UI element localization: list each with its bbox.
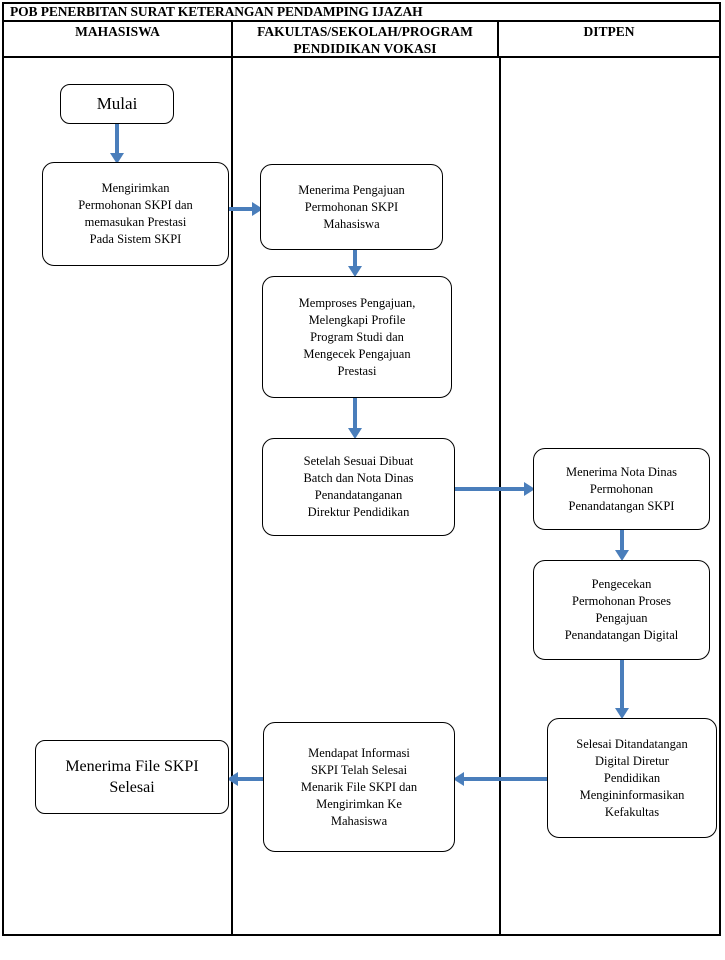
node-label: Menerima Pengajuan Permohonan SKPI Mahas…	[298, 182, 405, 231]
node-memproses[interactable]: Memproses Pengajuan, Melengkapi Profile …	[262, 276, 452, 398]
node-terima-pengajuan[interactable]: Menerima Pengajuan Permohonan SKPI Mahas…	[260, 164, 443, 250]
arrow-terima-nota-to-pengecekan	[615, 529, 629, 563]
node-terima-file[interactable]: Menerima File SKPI Selesai	[35, 740, 229, 814]
arrow-shaft	[227, 207, 253, 211]
node-kirim-permohonan[interactable]: Mengirimkan Permohonan SKPI dan memasuka…	[42, 162, 229, 266]
document-title-row: POB PENERBITAN SURAT KETERANGAN PENDAMPI…	[4, 4, 719, 22]
arrow-selesai-ttd-to-mendapat-info	[453, 772, 549, 786]
arrow-head	[615, 550, 629, 561]
node-label: Pengecekan Permohonan Proses Pengajuan P…	[564, 577, 679, 642]
arrow-shaft	[353, 397, 357, 429]
arrow-mendapat-info-to-terima-file	[227, 772, 265, 786]
flowchart-table: POB PENERBITAN SURAT KETERANGAN PENDAMPI…	[2, 2, 721, 936]
node-batch-nota[interactable]: Setelah Sesuai Dibuat Batch dan Nota Din…	[262, 438, 455, 536]
node-terima-nota[interactable]: Menerima Nota Dinas Permohonan Penandata…	[533, 448, 710, 530]
node-mendapat-info[interactable]: Mendapat Informasi SKPI Telah Selesai Me…	[263, 722, 455, 852]
arrow-shaft	[353, 249, 357, 267]
swimlane-divider-right	[499, 58, 501, 934]
arrow-head	[348, 266, 362, 277]
arrow-shaft	[620, 659, 624, 709]
node-label: Mulai	[96, 94, 138, 113]
column-header-ditpen: DITPEN	[499, 22, 719, 56]
arrow-batch-nota-to-terima-nota	[454, 482, 536, 496]
arrow-head	[453, 772, 464, 786]
column-header-fakultas: FAKULTAS/SEKOLAH/PROGRAM PENDIDIKAN VOKA…	[231, 22, 499, 56]
node-mulai[interactable]: Mulai	[60, 84, 174, 124]
node-label: Mendapat Informasi SKPI Telah Selesai Me…	[300, 745, 418, 828]
arrow-shaft	[237, 777, 265, 781]
arrow-head	[348, 428, 362, 439]
arrow-shaft	[463, 777, 549, 781]
node-label: Menerima File SKPI Selesai	[65, 758, 199, 796]
node-pengecekan[interactable]: Pengecekan Permohonan Proses Pengajuan P…	[533, 560, 710, 660]
arrow-shaft	[115, 122, 119, 154]
arrow-head	[615, 708, 629, 719]
arrow-memproses-to-batch-nota	[348, 397, 362, 441]
swimlane-header-row: MAHASISWA FAKULTAS/SEKOLAH/PROGRAM PENDI…	[4, 22, 719, 58]
node-label: Setelah Sesuai Dibuat Batch dan Nota Din…	[303, 454, 414, 519]
arrow-head	[110, 153, 124, 164]
node-label: Memproses Pengajuan, Melengkapi Profile …	[298, 295, 416, 378]
swimlane-divider-left	[231, 58, 233, 934]
node-label: Selesai Ditandatangan Digital Diretur Pe…	[576, 736, 688, 819]
column-header-label: MAHASISWA	[75, 24, 160, 39]
arrow-head	[524, 482, 535, 496]
arrow-pengecekan-to-selesai-ttd	[615, 659, 629, 721]
node-selesai-ttd[interactable]: Selesai Ditandatangan Digital Diretur Pe…	[547, 718, 717, 838]
column-header-label: DITPEN	[583, 24, 635, 39]
document-title: POB PENERBITAN SURAT KETERANGAN PENDAMPI…	[10, 4, 423, 19]
node-label: Menerima Nota Dinas Permohonan Penandata…	[565, 464, 678, 513]
node-label: Mengirimkan Permohonan SKPI dan memasuka…	[78, 181, 193, 246]
arrow-shaft	[620, 529, 624, 551]
arrow-terima-pengajuan-to-memproses	[348, 249, 362, 279]
arrow-head	[252, 202, 263, 216]
arrow-kirim-to-terima-pengajuan	[227, 202, 263, 216]
arrow-shaft	[454, 487, 526, 491]
arrow-head	[227, 772, 238, 786]
arrow-mulai-to-kirim-permohonan	[110, 122, 124, 164]
column-header-mahasiswa: MAHASISWA	[4, 22, 231, 56]
column-header-label: FAKULTAS/SEKOLAH/PROGRAM PENDIDIKAN VOKA…	[257, 24, 473, 56]
